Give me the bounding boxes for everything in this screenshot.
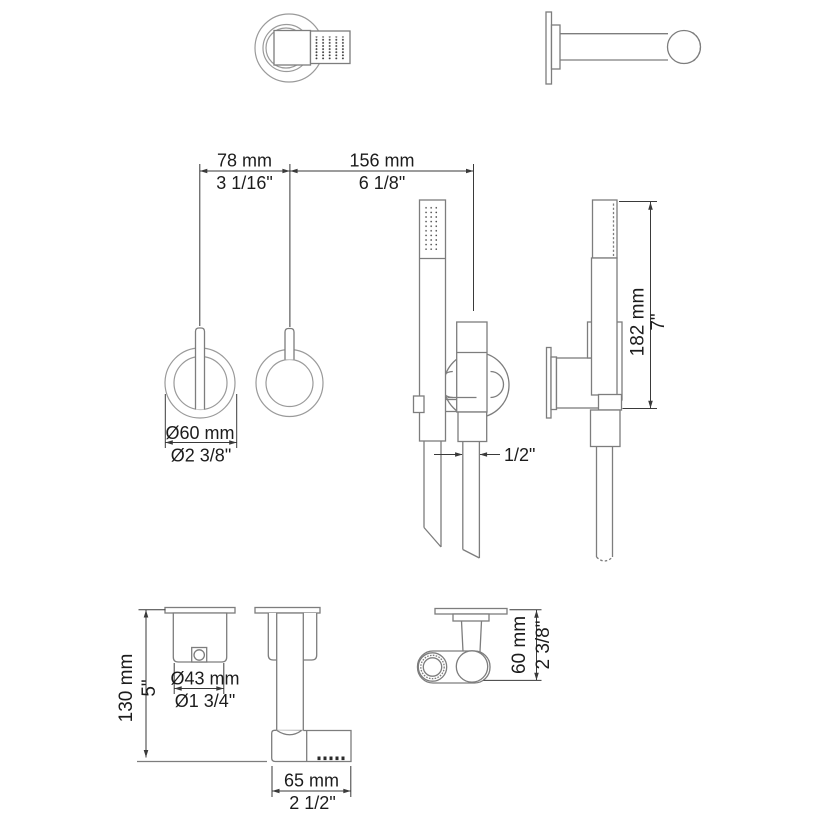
spout-elbow: [271, 729, 352, 763]
spout-drop-tube: [276, 612, 304, 732]
wall-plate-edge: [545, 11, 553, 85]
spray-nozzle-grid: [313, 36, 346, 61]
holder-plate-edge: [434, 607, 508, 615]
dim-spout-reach-mm: 65 mm: [284, 771, 339, 791]
bodyspray-front-view: [254, 13, 351, 83]
hose-connector-side: [589, 409, 621, 448]
dim-outlet-spacing-mm: 156 mm: [349, 151, 414, 171]
outlet-tube: [462, 441, 481, 559]
wand-body-side: [590, 257, 618, 396]
dome-arc-right: [490, 370, 505, 399]
holder-ring-outer: [417, 652, 448, 682]
dim-escutcheon-dia-mm: Ø60 mm: [165, 423, 234, 443]
dim-spout-drop-in: 5": [139, 679, 160, 696]
spray-head-ball: [666, 29, 702, 65]
dim-outlet-spacing-in: 6 1/8": [359, 173, 405, 193]
holder-stem: [460, 620, 483, 652]
dim-spout-drop-mm: 130 mm: [116, 654, 137, 723]
wand-nozzle-grid: [423, 206, 440, 250]
aerator-outlet: [193, 649, 206, 661]
elbow-outlet-dots: [317, 756, 345, 761]
dim-handshower-height-mm: 182 mm: [628, 288, 649, 357]
spout-body-front: [172, 612, 228, 663]
bodyspray-side-view: [545, 11, 702, 85]
left-handle-lever: [194, 327, 206, 410]
holder-clip: [412, 395, 425, 414]
spout-side-view: 65 mm 2 1/2": [137, 606, 352, 813]
spout-flange-edge: [164, 606, 236, 614]
dim-handle-spacing-mm: 78 mm: [217, 151, 272, 171]
dim-handle-spacing-in: 3 1/16": [216, 173, 272, 193]
tube-fillet: [276, 729, 302, 736]
handles-front-view: Ø60 mm Ø2 3/8": [164, 327, 324, 466]
hose-end-dashed: [596, 556, 613, 562]
right-handle-lever: [284, 327, 295, 360]
spout-front-view: Ø43 mm Ø1 3/4" 130 mm 5": [116, 606, 240, 758]
dim-spout-flange-dia-mm: Ø43 mm: [170, 669, 239, 689]
outlet-block: [457, 411, 488, 443]
holder-mount-block: [452, 613, 490, 622]
mount-block: [550, 24, 561, 70]
bodyspray-body: [273, 29, 312, 66]
shower-hose: [423, 441, 442, 548]
dim-holder-projection-in: 2 3/8": [533, 620, 554, 669]
holder-ring-knurl: [420, 654, 445, 680]
dim-spacing: 78 mm 3 1/16" 156 mm 6 1/8": [199, 151, 474, 327]
wall-plate-side: [545, 346, 552, 419]
dim-connection-size: 1/2": [504, 445, 535, 465]
spout-flange-side: [254, 606, 321, 614]
valve-body: [456, 321, 488, 413]
dim-spout-reach-in: 2 1/2": [289, 793, 335, 813]
holder-pivot-ball: [455, 650, 489, 683]
dim-holder-projection-mm: 60 mm: [509, 616, 530, 674]
flange-side: [550, 356, 558, 411]
hose-side: [595, 446, 614, 557]
handshower-front-view: 1/2": [412, 199, 535, 559]
holder-ring-inner: [422, 657, 443, 677]
right-handle-ring: [265, 358, 314, 408]
dim-handshower-height-in: 7": [648, 313, 669, 330]
holder-block-side: [597, 393, 623, 411]
handshower-side-view: 182 mm 7": [545, 199, 669, 562]
dim-spout-flange-dia-in: Ø1 3/4": [175, 691, 235, 711]
dim-escutcheon-dia-in: Ø2 3/8": [171, 446, 231, 466]
holder-side-view: 60 mm 2 3/8": [416, 607, 554, 684]
